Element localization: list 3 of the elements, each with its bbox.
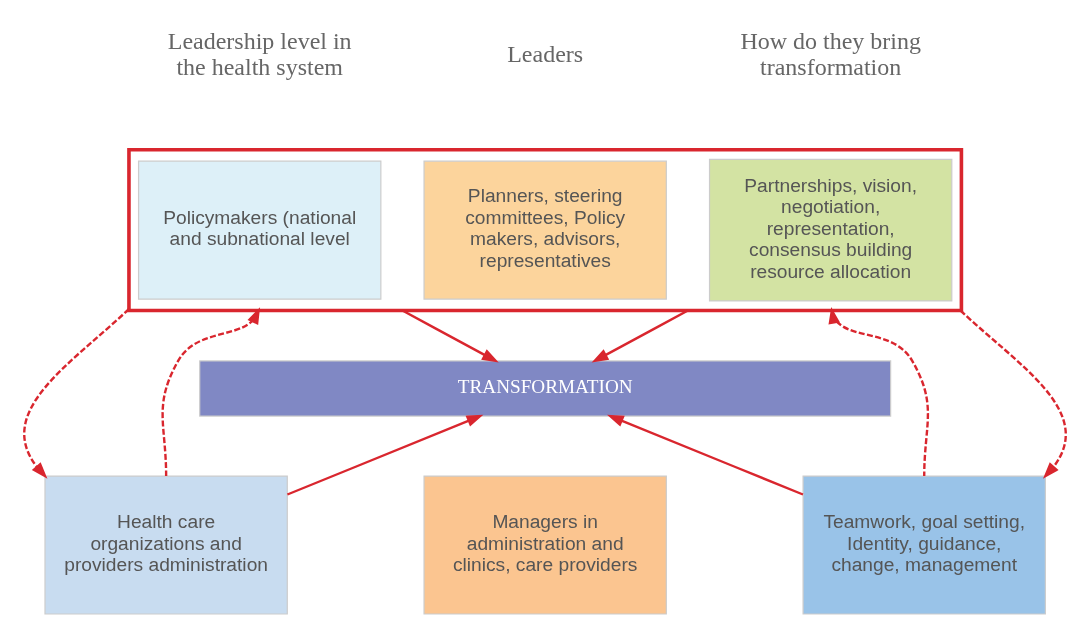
label: Leaders <box>507 41 584 68</box>
label: Leadership level in the health system <box>167 28 352 81</box>
label: How do they bring transformation <box>740 28 921 81</box>
